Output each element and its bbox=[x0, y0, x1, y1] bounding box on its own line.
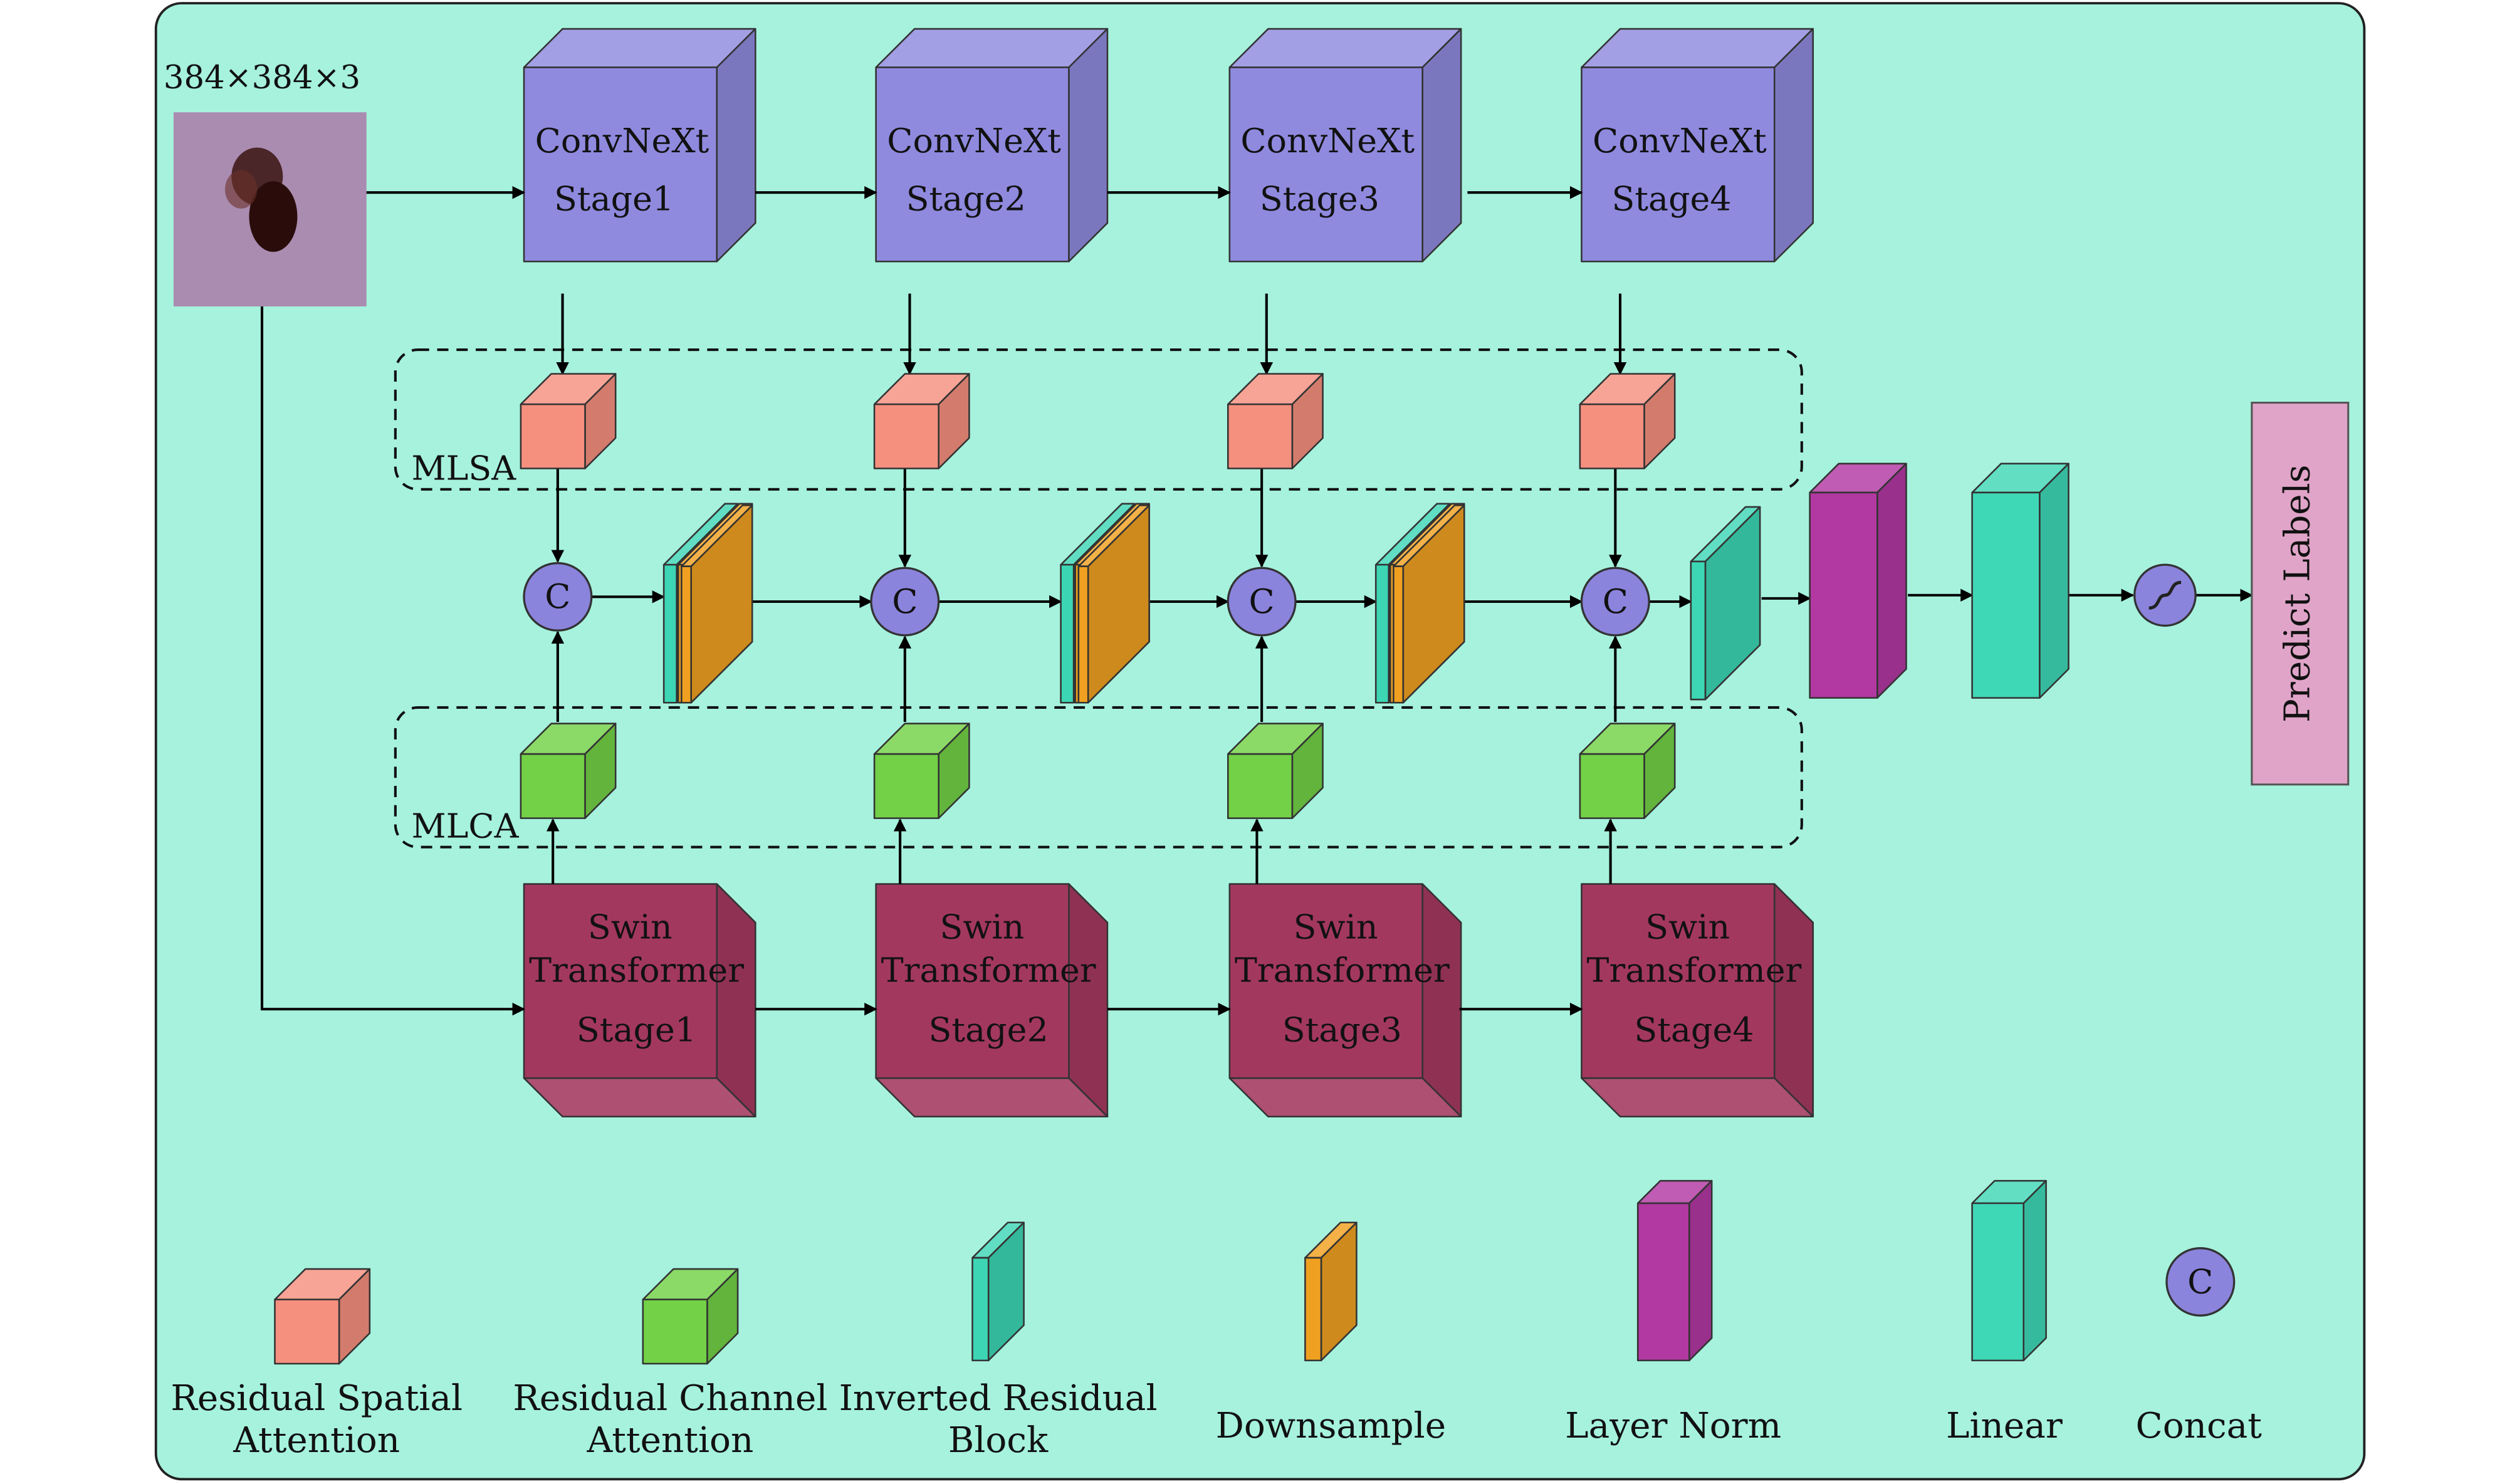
convnext-stage1-name: ConvNeXt bbox=[535, 121, 709, 160]
sigmoid-icon bbox=[2148, 580, 2182, 610]
swin-stage3-label: Stage3 bbox=[1282, 1010, 1402, 1049]
swin-stage2-name-line1: Swin bbox=[939, 907, 1024, 947]
spatial-attention-block-3 bbox=[1227, 373, 1324, 469]
convnext-stage4-label: Stage4 bbox=[1611, 179, 1731, 218]
concat-node-2: C bbox=[870, 567, 940, 637]
concat-node-4: C bbox=[1580, 567, 1650, 637]
input-lesion-image bbox=[173, 112, 367, 306]
legend-linear-swatch bbox=[1971, 1179, 2047, 1362]
concat-node-1-symbol: C bbox=[545, 577, 570, 616]
legend-concat-symbol: C bbox=[2187, 1262, 2213, 1301]
legend-rca-label-line1: Residual Channel bbox=[513, 1378, 827, 1419]
convnext-stage2-label: Stage2 bbox=[906, 179, 1026, 218]
channel-attention-block-2 bbox=[873, 723, 970, 819]
mlsa-label: MLSA bbox=[412, 448, 517, 488]
swin-stage1-name-line2: Transformer bbox=[529, 951, 744, 990]
channel-attention-block-4 bbox=[1579, 723, 1676, 819]
convnext-stage3-label: Stage3 bbox=[1260, 179, 1379, 218]
convnext-stage4-block bbox=[1581, 28, 1814, 263]
predict-labels-box: Predict Labels bbox=[2251, 402, 2350, 786]
convnext-stage2-name: ConvNeXt bbox=[887, 121, 1061, 160]
convnext-stage4-name: ConvNeXt bbox=[1593, 121, 1767, 160]
convnext-stage2-block bbox=[875, 28, 1109, 263]
sigmoid-node bbox=[2133, 563, 2197, 627]
swin-stage4-name-line2: Transformer bbox=[1587, 951, 1802, 990]
swin-stage3-name-line1: Swin bbox=[1294, 907, 1378, 947]
swin-stage1-block bbox=[523, 883, 756, 1118]
concat-node-3-symbol: C bbox=[1249, 582, 1275, 621]
legend-irb-swatch bbox=[971, 1221, 1025, 1362]
legend-concat-swatch: C bbox=[2165, 1247, 2236, 1317]
spatial-attention-block-4 bbox=[1579, 373, 1676, 469]
legend-ln-label-line1: Layer Norm bbox=[1565, 1406, 1781, 1446]
downsample-body-2 bbox=[1077, 504, 1150, 704]
downsample-body-1 bbox=[681, 504, 753, 704]
channel-attention-block-1 bbox=[520, 723, 617, 819]
mlsa-group-border bbox=[394, 348, 1803, 491]
swin-stage2-name-line2: Transformer bbox=[881, 951, 1096, 990]
swin-stage3-block bbox=[1228, 883, 1462, 1118]
legend-rsa-label-line1: Residual Spatial bbox=[170, 1378, 463, 1419]
mlca-group-border bbox=[394, 706, 1803, 849]
arrow-input-to-swin bbox=[260, 306, 526, 1016]
layer-norm-block bbox=[1809, 462, 1907, 699]
channel-attention-block-3 bbox=[1227, 723, 1324, 819]
concat-node-3: C bbox=[1227, 567, 1297, 637]
legend-irb-label-line1: Inverted Residual bbox=[839, 1378, 1158, 1419]
spatial-attention-block-2 bbox=[873, 373, 970, 469]
swin-stage2-label: Stage2 bbox=[929, 1010, 1049, 1049]
legend-ds-swatch bbox=[1304, 1221, 1358, 1362]
swin-stage1-name-line1: Swin bbox=[588, 907, 672, 947]
legend-rca-swatch bbox=[642, 1268, 739, 1365]
convnext-stage1-label: Stage1 bbox=[554, 179, 674, 218]
downsample-body-3 bbox=[1393, 504, 1465, 704]
input-size-label: 384×384×3 bbox=[164, 59, 360, 97]
swin-stage4-name-line1: Swin bbox=[1645, 907, 1730, 947]
inverted-residual-slab-4 bbox=[1690, 506, 1761, 701]
predict-labels-text: Predict Labels bbox=[2277, 464, 2318, 722]
concat-node-1: C bbox=[523, 562, 593, 632]
legend-ln-swatch bbox=[1636, 1179, 1713, 1362]
legend-irb-label-line2: Block bbox=[948, 1420, 1049, 1461]
legend-rsa-label-line2: Attention bbox=[233, 1420, 400, 1461]
concat-node-2-symbol: C bbox=[892, 582, 918, 621]
legend-rca-label-line2: Attention bbox=[586, 1420, 753, 1461]
swin-stage2-block bbox=[875, 883, 1109, 1118]
swin-stage1-label: Stage1 bbox=[577, 1010, 696, 1049]
convnext-stage3-block bbox=[1228, 28, 1462, 263]
legend-rsa-swatch bbox=[274, 1268, 371, 1365]
convnext-stage3-name: ConvNeXt bbox=[1240, 121, 1415, 160]
legend-cat-label-line1: Concat bbox=[2136, 1406, 2263, 1446]
linear-block bbox=[1971, 462, 2070, 699]
swin-stage3-name-line2: Transformer bbox=[1235, 951, 1450, 990]
legend-ds-label-line1: Downsample bbox=[1216, 1406, 1446, 1446]
mlca-label: MLCA bbox=[412, 806, 520, 845]
spatial-attention-block-1 bbox=[520, 373, 617, 469]
concat-node-4-symbol: C bbox=[1603, 582, 1628, 621]
swin-stage4-label: Stage4 bbox=[1634, 1010, 1754, 1049]
convnext-stage1-block bbox=[523, 28, 756, 263]
legend-lin-label-line1: Linear bbox=[1946, 1406, 2063, 1446]
swin-stage4-block bbox=[1581, 883, 1814, 1118]
